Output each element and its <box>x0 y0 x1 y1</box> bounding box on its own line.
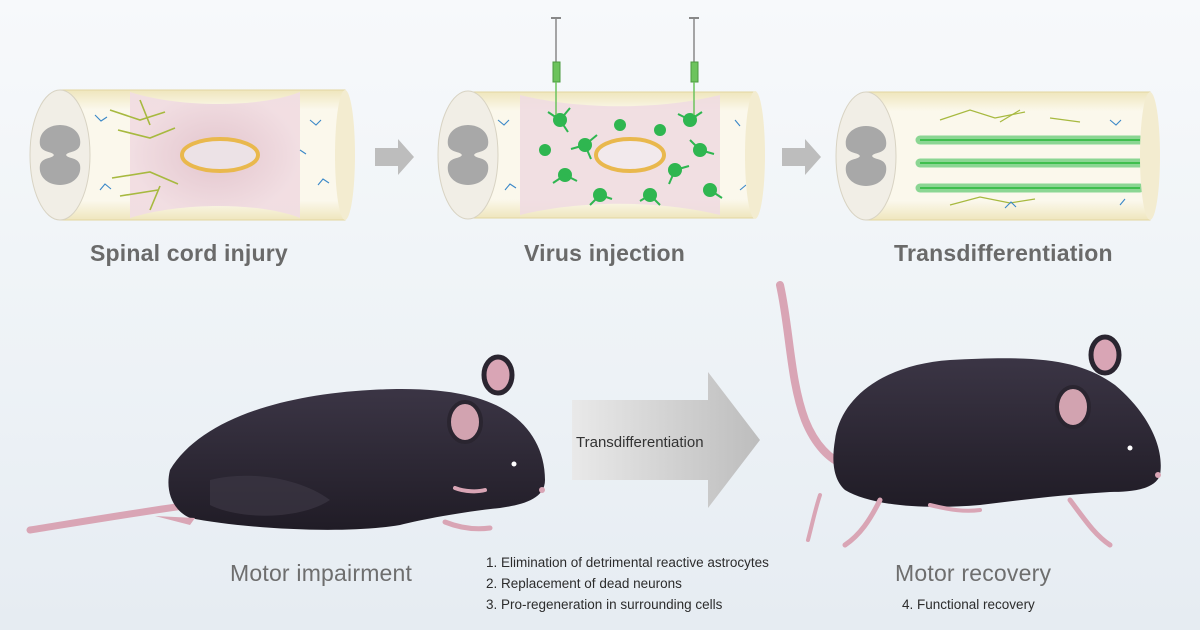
big-arrow <box>572 372 760 508</box>
cord-transdifferentiation <box>835 91 1160 221</box>
cord-injury <box>29 89 355 221</box>
ear-back-left <box>481 354 515 396</box>
stage-label-injury: Spinal cord injury <box>90 240 288 266</box>
outcome-item: 3. Pro-regeneration in surrounding cells <box>486 597 723 612</box>
tail-right <box>776 281 849 469</box>
mouse-recovered <box>776 281 1161 548</box>
reactive-astrocytes <box>109 99 179 211</box>
stage-arrow-2 <box>782 139 821 175</box>
ear-front-left <box>447 400 483 444</box>
stage-label-injection: Virus injection <box>524 240 686 266</box>
big-arrow-label: Transdifferentiation <box>576 434 704 451</box>
mouse-impaired <box>26 354 545 534</box>
cells-injury <box>94 114 330 191</box>
mouse-label-impairment: Motor impairment <box>230 560 413 586</box>
cord-injection <box>437 17 765 220</box>
stage-arrow-1 <box>375 139 414 175</box>
syringe-left <box>551 17 561 115</box>
outcome-list-left: 1. Elimination of detrimental reactive a… <box>486 552 769 615</box>
outcome-item: 2. Replacement of dead neurons <box>486 576 682 591</box>
body-right <box>833 358 1161 507</box>
syringe-right <box>689 17 699 115</box>
lesion-core <box>180 137 260 173</box>
outcome-list-right: 4. Functional recovery <box>902 594 1035 615</box>
tail-left <box>26 501 194 534</box>
stage-label-transdifferentiation: Transdifferentiation <box>894 240 1113 266</box>
outcome-item: 1. Elimination of detrimental reactive a… <box>486 555 769 570</box>
outcome-item: 4. Functional recovery <box>902 597 1035 612</box>
mouse-label-recovery: Motor recovery <box>895 560 1052 586</box>
